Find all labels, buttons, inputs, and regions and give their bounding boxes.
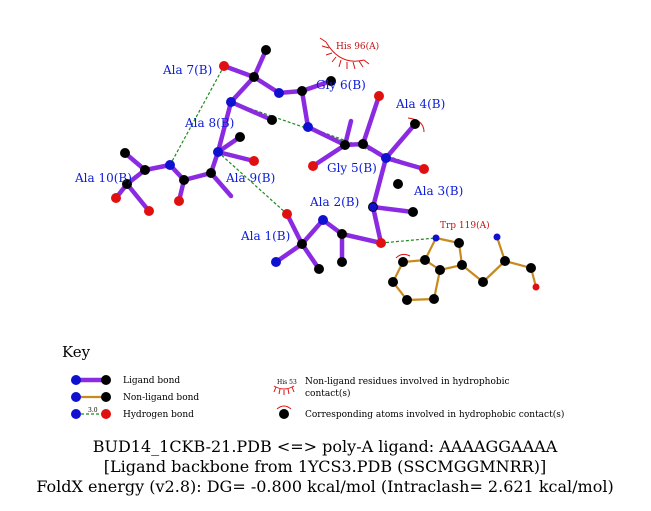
hbond-ala2-trp119 — [380, 237, 437, 244]
key-hbond-o-icon — [101, 409, 111, 419]
key-nonligand-c-icon — [101, 392, 111, 402]
his96-arc-spikes — [319, 37, 370, 70]
ligand-branch-14 — [383, 121, 418, 161]
residue-labels: His 96(A) Ala 7(B) Gly 6(B) Ala 4(B) Ala… — [74, 41, 490, 243]
key-hbond-n-icon — [71, 409, 81, 419]
ligand-branch-6 — [215, 149, 257, 164]
label-trp119: Trp 119(A) — [440, 220, 490, 231]
trp119-side — [460, 259, 538, 289]
key-title: Key — [62, 343, 91, 361]
hbond-ala9-ala1 — [217, 151, 288, 215]
hydrophobic-contacts — [319, 37, 425, 259]
hbond-ala7-ala10 — [169, 65, 225, 166]
label-ala1: Ala 1(B) — [240, 229, 290, 243]
ligand-branch-3 — [299, 78, 334, 94]
label-ala3: Ala 3(B) — [413, 184, 463, 198]
label-ala10: Ala 10(B) — [74, 171, 132, 185]
key-his53-label: His 53 — [277, 379, 297, 386]
ligand-branch-16 — [370, 204, 416, 215]
label-gly5: Gly 5(B) — [327, 161, 377, 175]
caption-line1: BUD14_1CKB-21.PDB <=> poly-A ligand: AAA… — [93, 437, 558, 456]
ligand-branch-18 — [299, 241, 322, 272]
key-ligand-n-icon — [71, 375, 81, 385]
ala1-contact-icon — [395, 253, 411, 259]
label-ala2: Ala 2(B) — [309, 195, 359, 209]
ligand-branches — [221, 63, 257, 80]
ligand-branch-12 — [310, 142, 348, 169]
key-nonligand-bond-label: Non-ligand bond — [123, 393, 199, 403]
caption-line3: FoldX energy (v2.8): DG= -0.800 kcal/mol… — [36, 477, 613, 496]
key-hydrophobic-residue-icon — [273, 385, 295, 390]
label-ala7: Ala 7(B) — [162, 63, 212, 77]
ligand-branch-19 — [284, 211, 305, 247]
ligand-branch-13 — [360, 93, 382, 147]
key-hydrophobic-atom-icon — [279, 409, 289, 419]
ala4-contact-icon — [407, 117, 425, 133]
key-hydrophobic-atom-arc-icon — [276, 405, 292, 410]
label-ala9: Ala 9(B) — [225, 171, 275, 185]
label-his96: His 96(A) — [336, 41, 379, 52]
caption: BUD14_1CKB-21.PDB <=> poly-A ligand: AAA… — [36, 437, 613, 496]
key-hbond-distance: 3.0 — [88, 407, 98, 414]
oxygen-atoms — [111, 61, 540, 291]
key-hydrophobic-spikes — [273, 386, 295, 395]
atoms — [111, 45, 540, 305]
key-legend: Key Ligand bond Non-ligand bond 3.0 Hydr… — [62, 343, 564, 420]
caption-line2: [Ligand backbone from 1YCS3.PDB (SSCMGGM… — [104, 457, 546, 476]
label-ala4: Ala 4(B) — [395, 97, 445, 111]
key-nonligand-residues-line2: contact(s) — [305, 388, 351, 399]
key-hbond-label: Hydrogen bond — [123, 410, 194, 420]
ligand-branch-8 — [208, 170, 234, 199]
carbon-atoms — [120, 45, 536, 305]
label-ala8: Ala 8(B) — [184, 116, 234, 130]
key-ligand-bond-label: Ligand bond — [123, 376, 180, 386]
label-gly6: Gly 6(B) — [316, 78, 366, 92]
key-nonligand-n-icon — [71, 392, 81, 402]
nitrogen-atoms — [165, 88, 501, 267]
ligand-branch-4 — [228, 99, 275, 123]
his96-arc-icon — [325, 41, 365, 62]
ligand-branch-10 — [124, 181, 152, 214]
ligand-branch-15 — [383, 155, 427, 172]
key-nonligand-residues-line1: Non-ligand residues involved in hydropho… — [305, 377, 510, 387]
key-ligand-c-icon — [101, 375, 111, 385]
key-corresponding-atoms-label: Corresponding atoms involved in hydropho… — [305, 409, 564, 420]
